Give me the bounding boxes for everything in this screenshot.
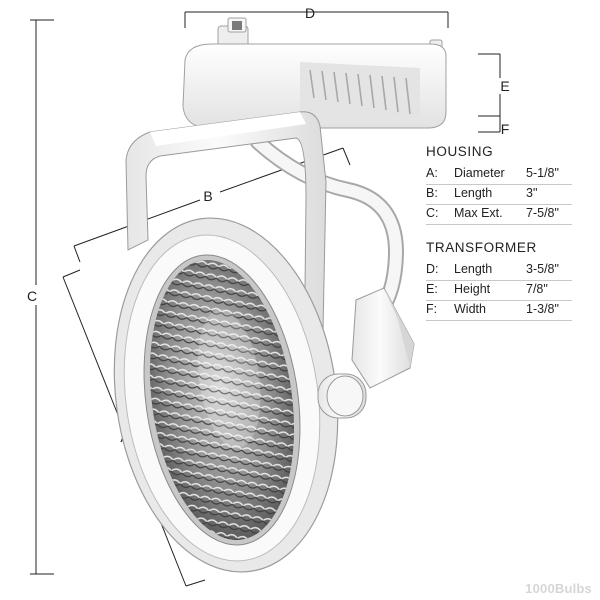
row-label: Height bbox=[454, 282, 491, 296]
row-value: 7-5/8" bbox=[526, 206, 559, 220]
dim-label-d: D bbox=[305, 5, 315, 21]
row-label: Length bbox=[454, 186, 493, 200]
transformer-row-e: E: Height 7/8" bbox=[426, 280, 572, 301]
row-value: 5-1/8" bbox=[526, 166, 559, 180]
housing-title: HOUSING bbox=[426, 144, 494, 159]
row-label: Width bbox=[454, 302, 486, 316]
transformer-spec-table: TRANSFORMER D: Length 3-5/8" E: Height 7… bbox=[426, 240, 572, 321]
dim-label-c: C bbox=[27, 288, 37, 304]
transformer-row-d: D: Length 3-5/8" bbox=[426, 260, 572, 281]
row-letter: F: bbox=[426, 302, 438, 316]
row-letter: C: bbox=[426, 206, 439, 220]
housing-row-a: A: Diameter 5-1/8" bbox=[426, 164, 572, 185]
row-value: 7/8" bbox=[526, 282, 548, 296]
dim-label-f: F bbox=[501, 121, 510, 137]
housing-row-b: B: Length 3" bbox=[426, 184, 572, 205]
lamp-head bbox=[113, 217, 339, 573]
dim-label-b: B bbox=[203, 188, 212, 204]
row-value: 1-3/8" bbox=[526, 302, 559, 316]
row-letter: D: bbox=[426, 262, 439, 276]
transformer-row-f: F: Width 1-3/8" bbox=[426, 300, 572, 321]
row-letter: A: bbox=[426, 166, 438, 180]
row-label: Max Ext. bbox=[454, 206, 503, 220]
watermark-logo: 1000Bulbs bbox=[525, 581, 592, 596]
pivot-knob bbox=[317, 373, 367, 419]
transformer-title: TRANSFORMER bbox=[426, 240, 537, 255]
housing-row-c: C: Max Ext. 7-5/8" bbox=[426, 204, 572, 225]
row-label: Length bbox=[454, 262, 493, 276]
row-label: Diameter bbox=[454, 166, 505, 180]
row-letter: E: bbox=[426, 282, 438, 296]
row-value: 3" bbox=[526, 186, 538, 200]
housing-spec-table: HOUSING A: Diameter 5-1/8" B: Length 3" … bbox=[426, 144, 572, 225]
row-letter: B: bbox=[426, 186, 438, 200]
row-value: 3-5/8" bbox=[526, 262, 559, 276]
transformer-box bbox=[351, 287, 415, 389]
dim-label-e: E bbox=[500, 78, 509, 94]
